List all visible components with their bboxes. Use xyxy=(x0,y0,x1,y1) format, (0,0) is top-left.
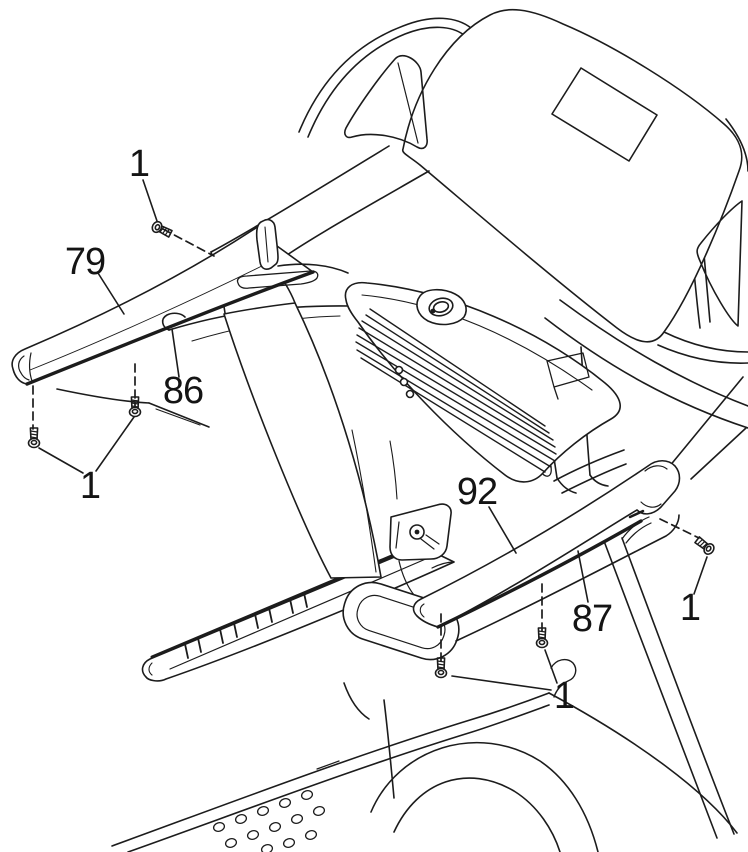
right-handle-cutout xyxy=(696,200,743,327)
console-knob xyxy=(416,288,467,326)
screw-icon xyxy=(27,427,41,449)
callout-part-1-left: 1 xyxy=(79,465,101,507)
speaker-grille xyxy=(355,308,557,473)
pivot-cap xyxy=(255,218,279,270)
pivot-bracket xyxy=(389,503,452,596)
display-screen xyxy=(551,67,658,162)
callout-part-92: 92 xyxy=(456,471,498,513)
callout-part-1-top: 1 xyxy=(128,143,150,185)
console-body xyxy=(344,8,743,343)
screw-icon xyxy=(535,627,549,649)
screw-icon xyxy=(128,396,142,418)
right-leg-frame xyxy=(603,376,747,839)
console-lower-shell xyxy=(544,299,748,429)
callout-part-1-right: 1 xyxy=(679,587,701,629)
upright-post-lower xyxy=(223,302,398,579)
left-handle-cutout xyxy=(344,54,428,150)
screw-icon xyxy=(692,534,717,557)
screw-icon xyxy=(434,657,448,679)
base-frame xyxy=(111,682,738,852)
callout-part-79: 79 xyxy=(64,241,106,283)
pod-end-wedge xyxy=(546,352,590,400)
callout-part-1-bottom: 1 xyxy=(553,675,575,717)
callout-part-87: 87 xyxy=(571,598,613,640)
dashed-leader-lines xyxy=(32,228,700,665)
speaker-pod xyxy=(344,281,621,483)
wire-clip xyxy=(550,658,577,698)
leader-lines xyxy=(38,179,708,691)
callout-part-86: 86 xyxy=(162,370,204,412)
right-handrail-92-87 xyxy=(412,459,681,642)
vent-holes xyxy=(212,790,326,852)
screw-icon xyxy=(149,219,174,240)
